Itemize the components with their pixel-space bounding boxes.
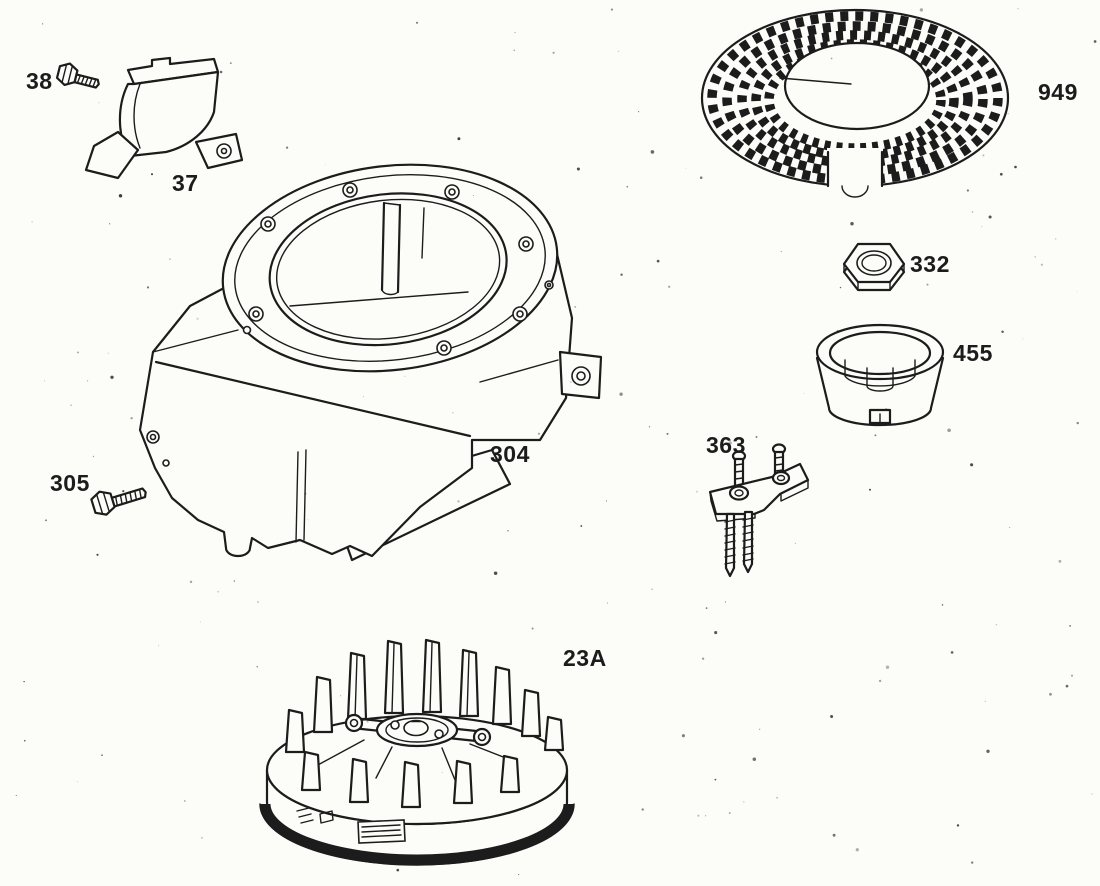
part-label-455: 455 — [953, 340, 993, 366]
flywheel-fin — [312, 675, 334, 734]
part-label-304: 304 — [490, 441, 530, 467]
part-label-23A: 23A — [563, 645, 607, 671]
scan-noise-front — [31, 8, 1093, 862]
flywheel-fin — [348, 757, 370, 804]
flywheel-fin — [458, 648, 480, 718]
cup-rim — [815, 323, 945, 381]
flywheel-fin — [520, 688, 542, 738]
starter-screen-949 — [700, 8, 1010, 198]
flange-bolt-holes — [242, 182, 554, 356]
flywheel-fin — [452, 759, 474, 805]
bracket-stud — [724, 512, 736, 578]
hex-screw-305 — [90, 487, 147, 516]
screen-slot-row — [764, 47, 946, 153]
flywheel-fin — [491, 665, 513, 726]
bracket-plate — [708, 462, 810, 516]
hex-nut-332 — [842, 242, 906, 292]
hex-bolt-38 — [55, 62, 100, 89]
part-label-363: 363 — [706, 432, 746, 458]
flywheel-fin — [543, 715, 565, 752]
terminal-bracket-363 — [708, 443, 810, 578]
screen-notch — [826, 150, 884, 188]
housing-flange — [221, 163, 559, 373]
flywheel-fin — [400, 760, 422, 809]
flywheel-23A — [259, 638, 575, 866]
flywheel-fin — [284, 708, 306, 754]
part-label-949: 949 — [1038, 79, 1078, 105]
housing-opening — [268, 192, 508, 347]
starter-cup-455 — [815, 323, 945, 427]
ring-gear-teeth — [259, 803, 575, 866]
cylinder-baffle-37 — [84, 56, 244, 180]
part-label-305: 305 — [50, 470, 90, 496]
screen-center — [783, 41, 931, 131]
flywheel-fin — [383, 639, 405, 715]
blower-housing-304 — [138, 163, 603, 562]
part-label-38: 38 — [26, 68, 53, 94]
flywheel-fin — [421, 638, 443, 714]
crankshaft-bore — [403, 719, 429, 737]
screen-slot-row — [722, 21, 988, 177]
flywheel-fin — [499, 754, 521, 794]
bracket-stud — [742, 510, 754, 574]
screen-slot-row — [707, 11, 1003, 185]
part-label-37: 37 — [172, 170, 199, 196]
part-label-332: 332 — [910, 251, 950, 277]
flywheel-fin — [300, 750, 322, 792]
